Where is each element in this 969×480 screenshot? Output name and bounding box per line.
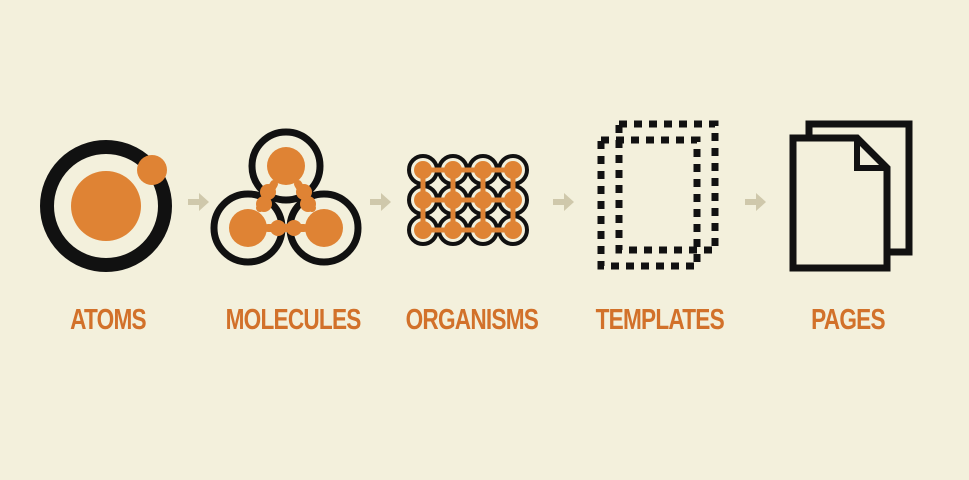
stage-label-molecules: MOLECULES [225,304,362,336]
stage-label-organisms: ORGANISMS [405,304,539,336]
arrow-right-icon [370,193,391,211]
template-icon [597,120,719,270]
atom-icon [40,140,172,272]
pages-icon [789,120,913,272]
stage-label-atoms: ATOMS [70,304,146,336]
arrow-right-icon [188,193,209,211]
arrow-right-icon [745,193,766,211]
organism-icon [407,154,529,246]
stage-label-templates: TEMPLATES [595,304,725,336]
arrow-right-icon [553,193,574,211]
stage-label-pages: PAGES [811,304,885,336]
molecule-icon [210,128,362,266]
